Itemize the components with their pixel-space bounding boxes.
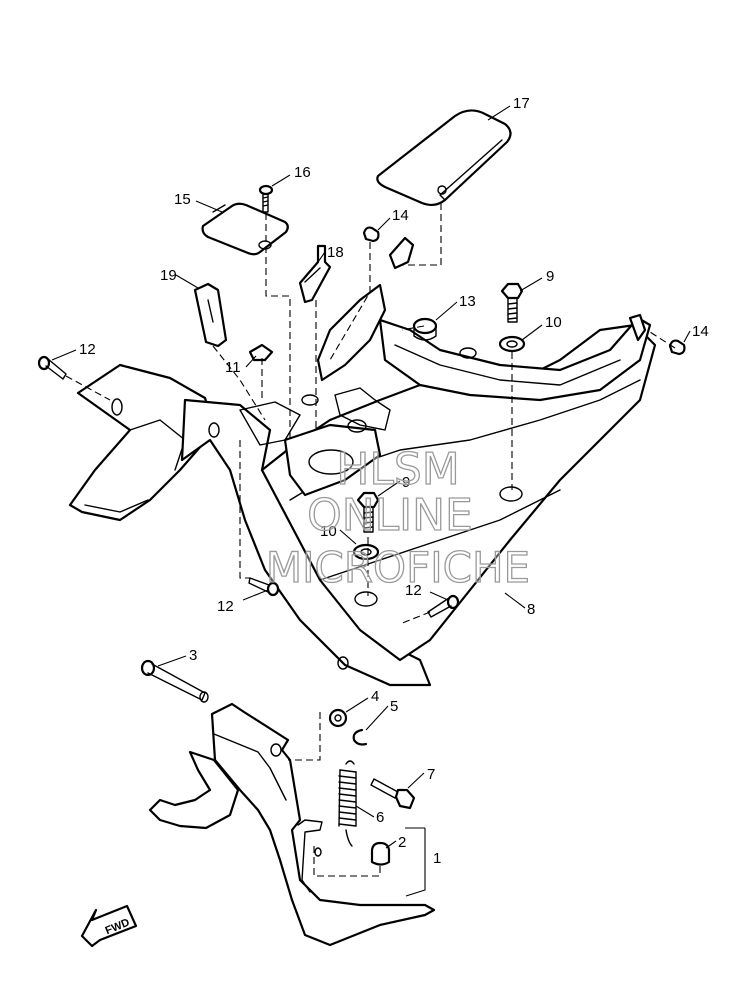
callout-10a: 10 xyxy=(545,314,562,331)
fwd-arrow-icon: FWD xyxy=(80,904,138,948)
part-10-washer-a xyxy=(498,335,526,353)
part-18-bracket xyxy=(298,244,332,304)
part-12-screw-b xyxy=(248,577,280,597)
part-17-cover xyxy=(376,109,512,207)
frame-assembly xyxy=(68,283,657,687)
callout-4: 4 xyxy=(371,688,379,705)
watermark-line3: MICROFICHE xyxy=(266,543,530,592)
center-well xyxy=(283,423,382,497)
part-13-damper xyxy=(412,317,438,341)
callout-18: 18 xyxy=(327,244,344,261)
callout-11: 11 xyxy=(225,359,241,376)
part-7-bolt xyxy=(370,778,416,810)
callout-14a: 14 xyxy=(392,207,409,224)
part-10-washer-b xyxy=(352,543,380,561)
callout-12c: 12 xyxy=(405,582,422,599)
part-12-screw-a xyxy=(37,355,67,380)
callout-6: 6 xyxy=(376,809,384,826)
assembly-lines xyxy=(65,203,676,877)
part-16-screw xyxy=(258,184,274,213)
watermark: HLSM ONLINE MICROFICHE xyxy=(265,443,530,592)
part-2-cap xyxy=(370,841,391,866)
part-9-bolt-b xyxy=(356,491,380,533)
part-9-bolt-a xyxy=(500,282,524,323)
callout-15: 15 xyxy=(174,191,191,208)
callout-2: 2 xyxy=(398,834,406,851)
callout-3: 3 xyxy=(189,647,197,664)
frame-left-rail xyxy=(180,398,432,687)
watermark-line2: ONLINE xyxy=(307,490,473,541)
callout-17: 17 xyxy=(513,95,530,112)
floor-panel xyxy=(260,323,657,662)
callout-9a: 9 xyxy=(546,268,554,285)
callout-16: 16 xyxy=(294,164,311,181)
part-12-screw-c xyxy=(427,594,460,618)
callout-19: 19 xyxy=(160,267,177,284)
part-1-stand xyxy=(148,702,436,947)
part-3-shaft xyxy=(140,659,209,703)
callout-14b: 14 xyxy=(692,323,709,340)
part-5-clip xyxy=(352,728,368,746)
callout-5: 5 xyxy=(390,698,398,715)
watermark-line1: HLSM xyxy=(336,444,460,495)
callout-7: 7 xyxy=(427,766,435,783)
callout-12b: 12 xyxy=(217,598,234,615)
callout-13: 13 xyxy=(459,293,476,310)
part-6-spring xyxy=(338,760,357,847)
part-11-clip xyxy=(248,343,274,362)
callout-10b: 10 xyxy=(320,523,337,540)
callout-12a: 12 xyxy=(79,341,96,358)
part-14-grommet-b xyxy=(668,339,686,356)
leader-lines xyxy=(51,105,691,897)
part-19-strip xyxy=(193,282,228,348)
callout-8: 8 xyxy=(527,601,535,618)
callout-9b: 9 xyxy=(402,474,410,491)
callout-1: 1 xyxy=(433,850,441,867)
part-14-grommet-a xyxy=(362,226,380,243)
callout-labels: 17 16 15 14 18 19 9 13 10 14 12 11 9 10 … xyxy=(79,95,709,867)
part-4-washer xyxy=(328,708,348,728)
